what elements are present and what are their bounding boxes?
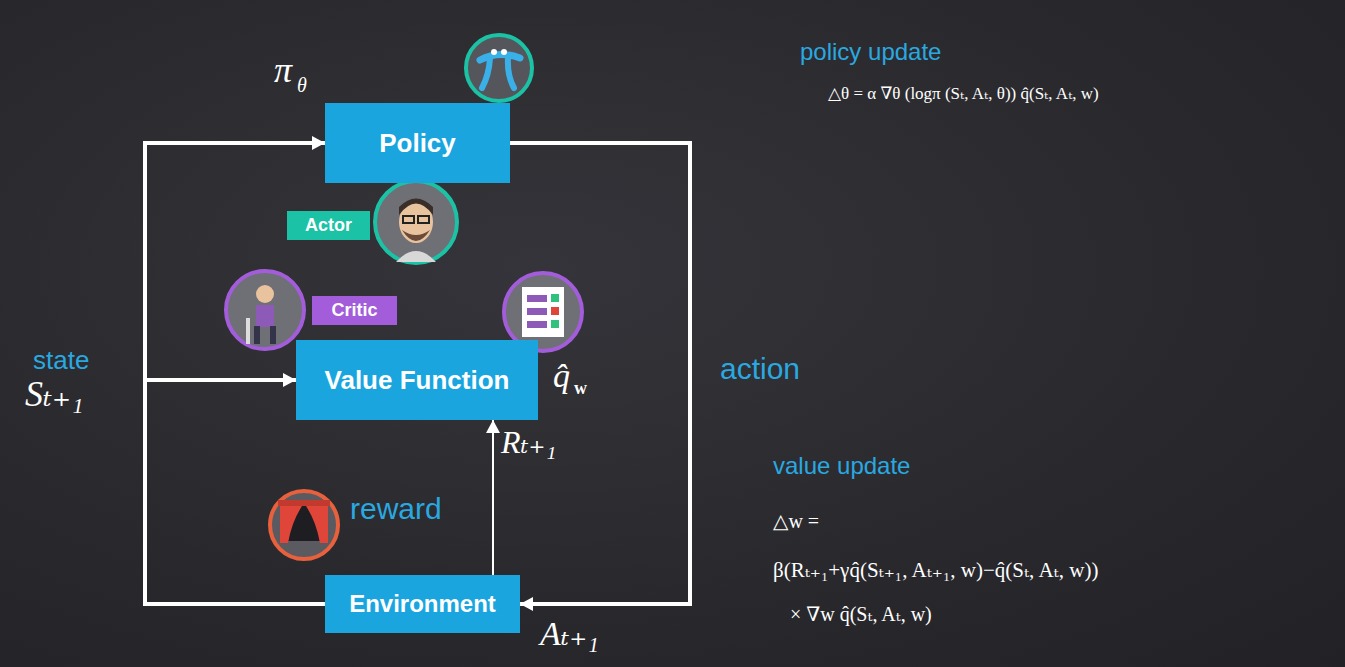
node-text: Actor (305, 215, 352, 236)
formula: △θ = α ∇θ (logπ (Sₜ, Aₜ, θ)) q̂(Sₜ, Aₜ, … (828, 84, 1099, 104)
actor-avatar (375, 181, 457, 263)
subscript: w (574, 378, 587, 399)
process-box: Value Function (296, 340, 538, 420)
node-text: Critic (331, 300, 377, 321)
edge-label: Rₜ₊₁ (501, 424, 556, 461)
section-heading: policy update (800, 38, 941, 66)
signal-label: state (33, 346, 89, 376)
value-symbol: q̂ (553, 356, 570, 395)
signal-label: action (720, 352, 800, 387)
section-heading: value update (773, 452, 910, 480)
process-box: Policy (325, 103, 510, 183)
node-text: Value Function (325, 365, 510, 396)
reward-curtain-icon (270, 491, 338, 559)
arrowhead (312, 136, 325, 150)
node-text: Environment (349, 590, 496, 618)
policy-symbol: π (274, 50, 292, 91)
role-tag: Actor (287, 211, 370, 240)
pi-icon (466, 35, 532, 101)
process-box: Environment (325, 575, 520, 633)
signal-label: reward (350, 492, 442, 527)
formula: × ∇w q̂(Sₜ, Aₜ, w) (790, 603, 932, 626)
arrowhead (520, 597, 533, 611)
arrowhead (283, 373, 296, 387)
subscript: θ (297, 74, 307, 97)
connector-line (492, 420, 494, 575)
flow-arrow (486, 420, 500, 575)
formula: β(Rₜ₊₁+γq̂(Sₜ₊₁, Aₜ₊₁, w)−q̂(Sₜ, Aₜ, w)) (773, 558, 1098, 582)
math-symbol: Aₜ₊₁ (540, 614, 599, 653)
formula: △w = (773, 510, 819, 533)
math-symbol: Sₜ₊₁ (25, 374, 83, 415)
node-text: Policy (379, 128, 456, 159)
arrowhead (486, 420, 500, 433)
critic-avatar (226, 271, 304, 349)
role-tag: Critic (312, 296, 397, 325)
